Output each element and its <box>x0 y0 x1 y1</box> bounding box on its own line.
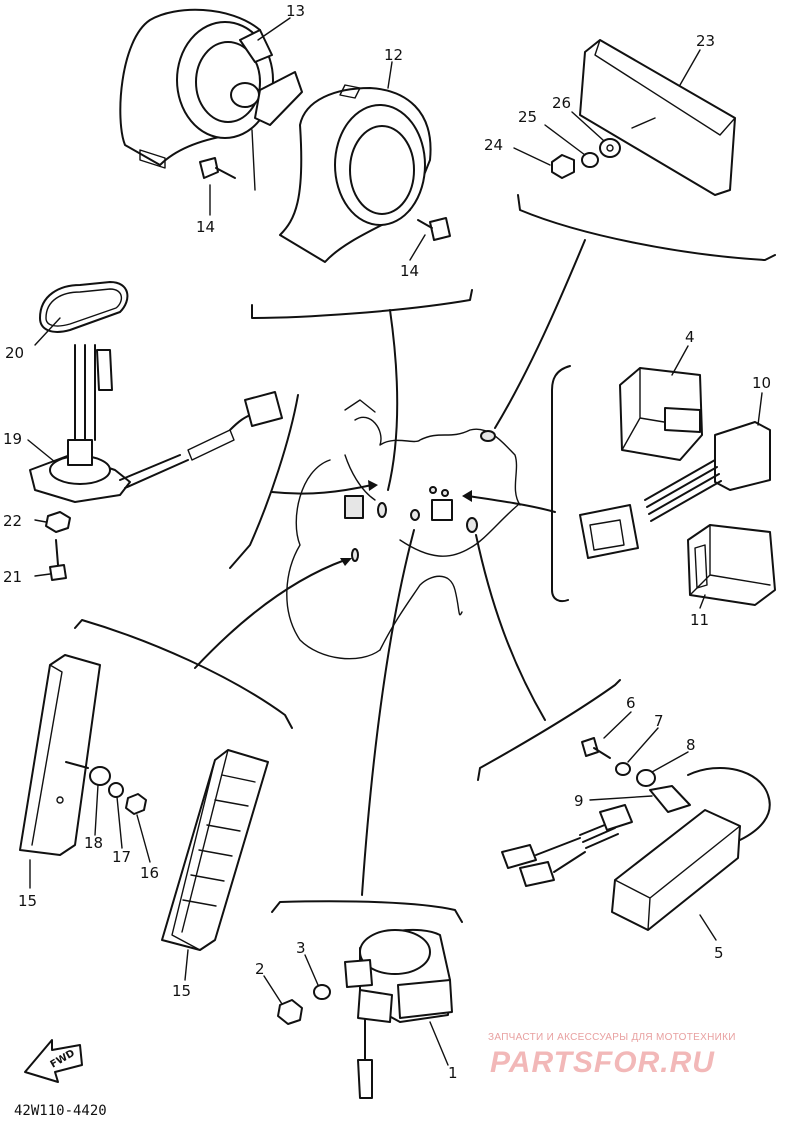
callout-16: 16 <box>140 864 159 882</box>
callout-9: 9 <box>574 792 584 810</box>
lock-washer-25 <box>581 152 599 168</box>
bolt-18 <box>65 761 111 786</box>
callout-15-a: 15 <box>18 892 37 910</box>
fuel-sender-19 <box>29 344 283 503</box>
relay-4 <box>619 367 703 461</box>
screw-21 <box>49 539 67 581</box>
arrow-head-side <box>340 558 352 566</box>
callout-labels: 13 12 14 14 23 24 25 26 20 19 22 21 4 10… <box>3 2 771 1082</box>
side-reflector-15-a <box>19 654 101 856</box>
callout-20: 20 <box>5 344 24 362</box>
bolt-6 <box>581 737 611 759</box>
reflector-group-bracket <box>517 194 776 261</box>
arrow-head-relays <box>462 490 472 502</box>
forward-arrow-icon: FWD <box>24 1039 83 1083</box>
callout-3: 3 <box>296 939 306 957</box>
nut-2 <box>277 999 303 1025</box>
callout-6: 6 <box>626 694 636 712</box>
callout-18: 18 <box>84 834 103 852</box>
callout-26: 26 <box>552 94 571 112</box>
arrow-head-sender <box>368 480 378 491</box>
rectifier-group-bracket <box>477 679 621 781</box>
horn-group-bracket <box>251 289 473 319</box>
nut-7 <box>615 762 631 776</box>
callout-12: 12 <box>384 46 403 64</box>
relay-group-bracket <box>551 365 571 603</box>
motorcycle-outline <box>286 399 521 660</box>
callout-21: 21 <box>3 568 22 586</box>
callout-1: 1 <box>448 1064 458 1082</box>
rectifier-5 <box>501 767 771 931</box>
side-reflector-group-bracket <box>74 619 293 729</box>
nut-22 <box>45 511 71 533</box>
callout-leaders <box>27 17 763 1066</box>
leader-reflector <box>494 239 586 429</box>
leader-horns <box>387 309 399 491</box>
callout-25: 25 <box>518 108 537 126</box>
callout-22: 22 <box>3 512 22 530</box>
relay-1 <box>344 928 453 1099</box>
callout-17: 17 <box>112 848 131 866</box>
watermark-logo: PARTSFOR.RU <box>490 1046 715 1079</box>
horn-13 <box>119 8 303 191</box>
callout-13: 13 <box>286 2 305 20</box>
callout-8: 8 <box>686 736 696 754</box>
leader-relays <box>467 495 556 513</box>
connector-10 <box>579 421 771 559</box>
washer-3 <box>313 984 331 1000</box>
connector-11 <box>687 524 776 606</box>
leader-side-reflectors <box>194 559 346 669</box>
sender-group-bracket <box>229 394 299 569</box>
callout-15-b: 15 <box>172 982 191 1000</box>
callout-4: 4 <box>685 328 695 346</box>
callout-2: 2 <box>255 960 265 978</box>
callout-14-b: 14 <box>400 262 419 280</box>
washer-8 <box>636 769 656 787</box>
leader-rectifier <box>475 534 546 721</box>
washer-26 <box>599 138 621 158</box>
leader-relay-1 <box>361 529 415 896</box>
callout-14-a: 14 <box>196 218 215 236</box>
callout-19: 19 <box>3 430 22 448</box>
reflector-23 <box>579 39 736 196</box>
bolt-14-a <box>199 157 236 179</box>
nut-16 <box>125 793 147 815</box>
leader-sender <box>271 484 373 495</box>
callout-5: 5 <box>714 944 724 962</box>
callout-10: 10 <box>752 374 771 392</box>
bolt-14-b <box>417 217 451 241</box>
callout-24: 24 <box>484 136 503 154</box>
side-reflector-15-b <box>161 749 269 951</box>
gasket-20 <box>39 281 129 333</box>
relay-1-group-bracket <box>271 900 463 923</box>
nut-24 <box>551 154 575 179</box>
horn-12 <box>279 84 432 263</box>
lock-washer-17 <box>108 782 124 798</box>
callout-7: 7 <box>654 712 664 730</box>
watermark-tagline: ЗАПЧАСТИ И АКСЕССУАРЫ ДЛЯ МОТОТЕХНИКИ <box>488 1032 736 1043</box>
diagram-code: 42W110-4420 <box>14 1103 107 1119</box>
callout-23: 23 <box>696 32 715 50</box>
callout-11: 11 <box>690 611 709 629</box>
